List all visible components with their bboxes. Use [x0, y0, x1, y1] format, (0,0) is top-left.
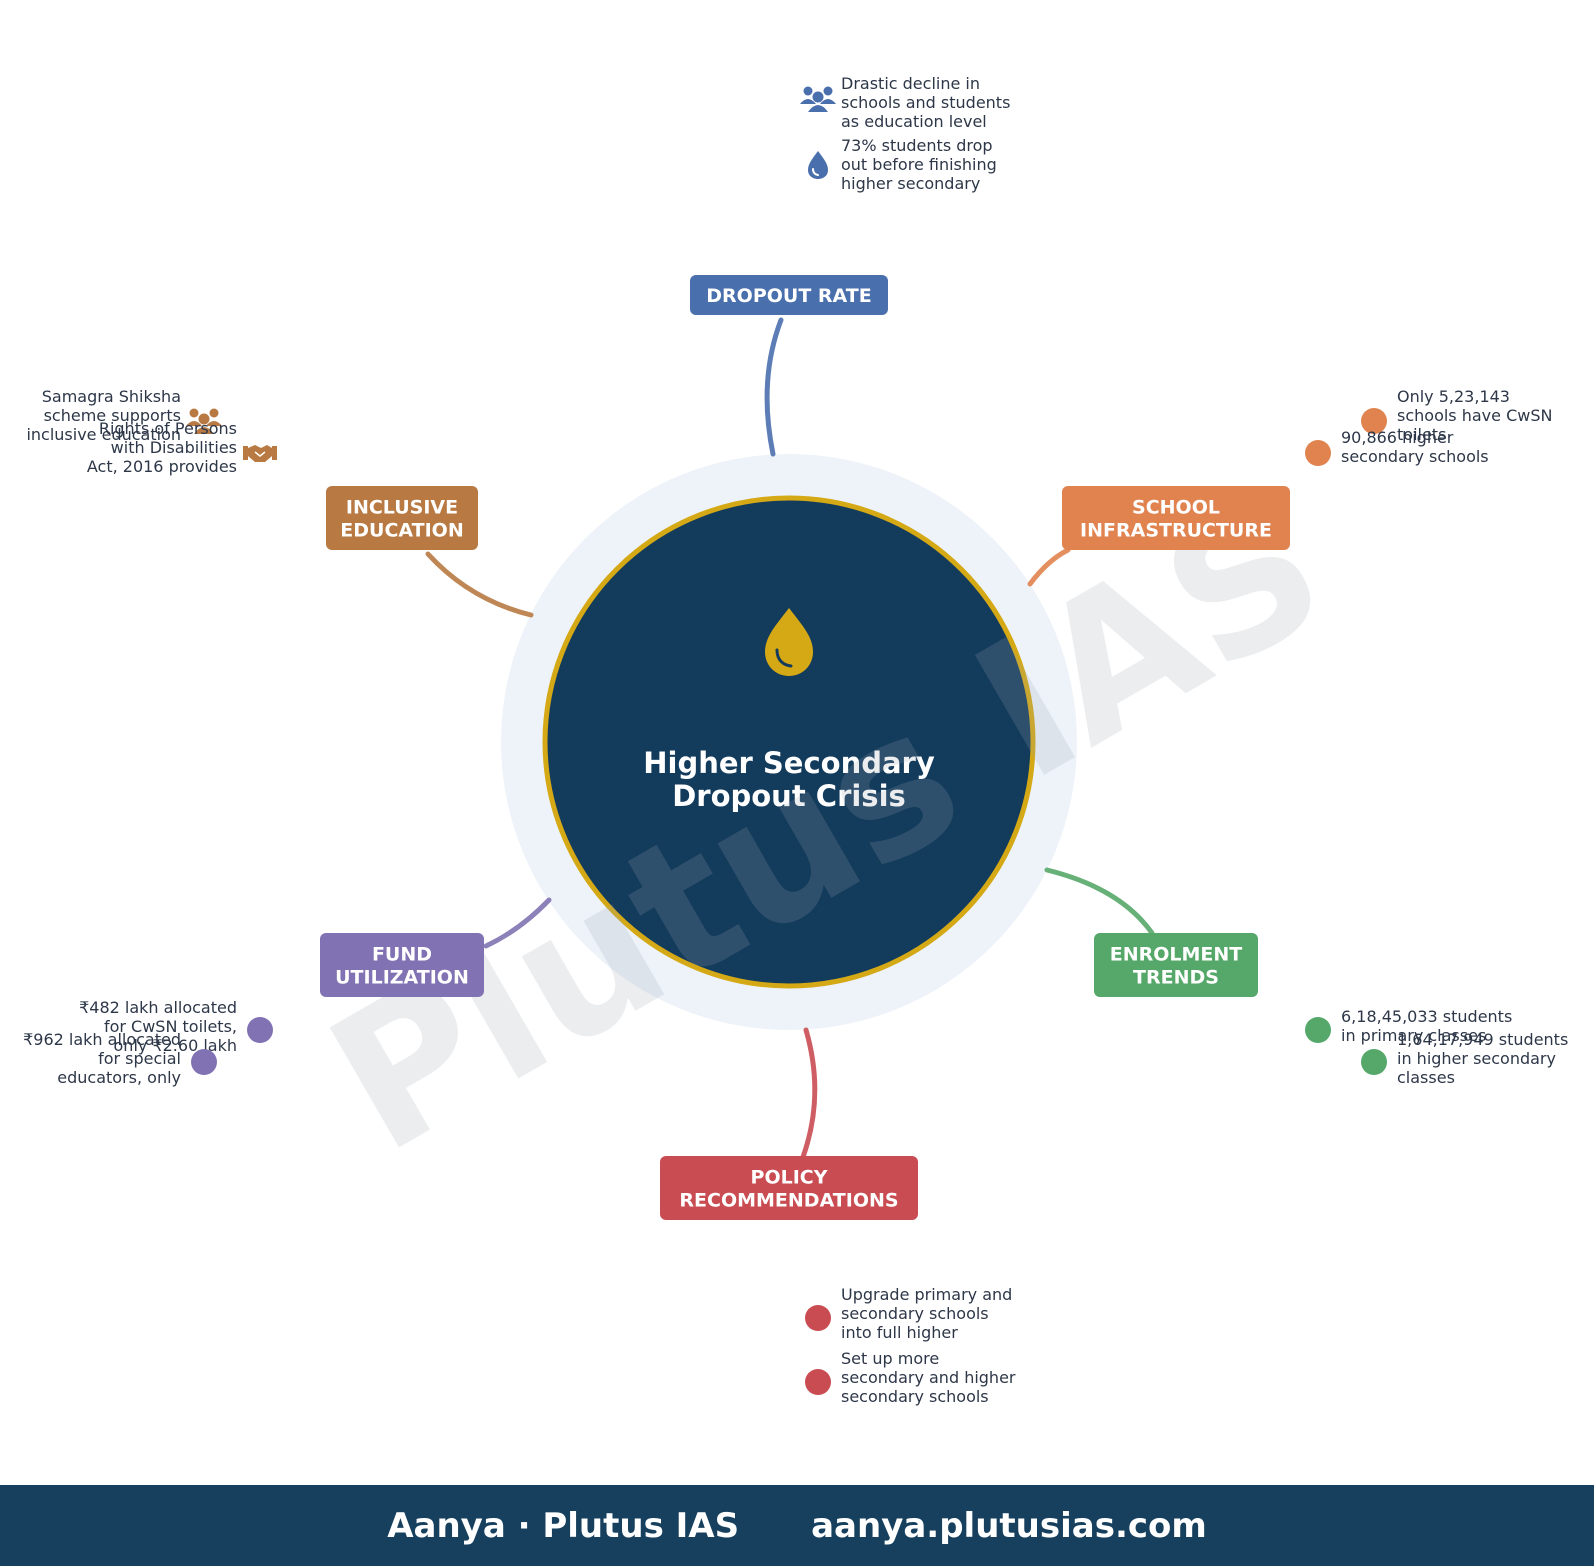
connector-lines: [425, 317, 1155, 1160]
branch-label-fund-utilization-line1: FUND: [372, 944, 432, 966]
bullet-text-policy-recommendations-2-line1: Set up more: [841, 1349, 939, 1368]
bullet-dot-icon: [805, 1369, 831, 1395]
branch-box-inclusive-education[interactable]: [326, 486, 478, 550]
bullet-text-school-infrastructure-1-line2: schools have CwSN: [1397, 406, 1552, 425]
branch-label-school-infrastructure-line1: SCHOOL: [1132, 497, 1220, 519]
bullet-text-fund-utilization-2-line1: ₹962 lakh allocated: [23, 1030, 181, 1049]
bullet-text-enrolment-trends-2-line3: classes: [1397, 1068, 1455, 1087]
bullet-text-policy-recommendations-1-line1: Upgrade primary and: [841, 1285, 1012, 1304]
droplet-icon: [808, 151, 828, 179]
bullet-text-fund-utilization-2-line3: educators, only: [57, 1068, 181, 1087]
center-node: [542, 495, 1036, 989]
bullet-text-school-infrastructure-1-line3: toilets: [1397, 425, 1446, 444]
bullet-text-dropout-rate-2-line3: higher secondary: [841, 174, 980, 193]
branch-label-inclusive-education-line1: INCLUSIVE: [346, 497, 458, 519]
branch-box-enrolment-trends[interactable]: [1094, 933, 1258, 997]
bullet-text-policy-recommendations-1-line2: secondary schools: [841, 1304, 989, 1323]
bullet-text-enrolment-trends-1-line1: 6,18,45,033 students: [1341, 1007, 1512, 1026]
connector-inclusive-education: [425, 551, 534, 618]
bullet-text-school-infrastructure-2-line1: 90,866 higher: [1341, 428, 1454, 447]
bullet-text-enrolment-trends-2-line2: in higher secondary: [1397, 1049, 1556, 1068]
connector-fund-utilization: [483, 897, 552, 949]
branch-label-fund-utilization-line2: UTILIZATION: [335, 967, 469, 989]
mind-map-diagram: Higher Secondary Dropout Crisis Plutus I…: [23, 74, 1568, 1406]
bullet-text-inclusive-education-2-line3: Act, 2016 provides: [87, 457, 237, 476]
bullet-dot-icon: [247, 1017, 273, 1043]
bullet-text-inclusive-education-1-line1: Samagra Shiksha: [42, 387, 181, 406]
branch-label-enrolment-trends-line2: TRENDS: [1133, 967, 1219, 989]
users-icon: [186, 408, 222, 434]
droplet-icon: [765, 608, 813, 676]
bullet-dot-icon: [1305, 440, 1331, 466]
connector-dropout-rate: [764, 317, 784, 457]
bullet-text-inclusive-education-1-line2: scheme supports: [44, 406, 181, 425]
branch-box-school-infrastructure[interactable]: [1062, 486, 1290, 550]
bullet-dot-icon: [1305, 1017, 1331, 1043]
bullet-dot-icon: [805, 1305, 831, 1331]
bullet-text-policy-recommendations-2-line2: secondary and higher: [841, 1368, 1016, 1387]
footer-bar: Aanya · Plutus IAS aanya.plutusias.com: [0, 1485, 1594, 1566]
bullet-text-fund-utilization-1-line1: ₹482 lakh allocated: [79, 998, 237, 1017]
bullet-text-fund-utilization-1-line2: for CwSN toilets,: [104, 1017, 237, 1036]
bullet-text-school-infrastructure-1-line1: Only 5,23,143: [1397, 387, 1510, 406]
connector-policy-recommendations: [800, 1027, 818, 1160]
bullet-text-inclusive-education-2-line1: Rights of Persons: [99, 419, 237, 438]
bullet-text-dropout-rate-2-line2: out before finishing: [841, 155, 997, 174]
bullet-dot-icon: [1361, 408, 1387, 434]
bullet-text-fund-utilization-2-line2: for special: [98, 1049, 181, 1068]
bullet-dot-icon: [1361, 1049, 1387, 1075]
bullet-text-enrolment-trends-1-line2: in primary classes: [1341, 1026, 1486, 1045]
bullet-text-school-infrastructure-2-line2: secondary schools: [1341, 447, 1489, 466]
branch-label-policy-recommendations-line2: RECOMMENDATIONS: [679, 1190, 898, 1212]
handshake-icon: [243, 445, 277, 462]
center-title-line2: Dropout Crisis: [672, 779, 906, 813]
branch-box-fund-utilization[interactable]: [320, 933, 484, 997]
footer-url[interactable]: aanya.plutusias.com: [811, 1505, 1207, 1546]
branch-label-school-infrastructure-line2: INFRASTRUCTURE: [1080, 520, 1272, 542]
bullet-text-dropout-rate-1-line3: as education level: [841, 112, 987, 131]
branch-box-dropout-rate[interactable]: [690, 275, 888, 315]
connector-enrolment-trends: [1044, 867, 1155, 936]
branch-label-policy-recommendations-line1: POLICY: [751, 1167, 828, 1189]
branch-box-policy-recommendations[interactable]: [660, 1156, 918, 1220]
bullet-text-dropout-rate-1-line2: schools and students: [841, 93, 1010, 112]
bullet-text-dropout-rate-2-line1: 73% students drop: [841, 136, 993, 155]
branch-label-dropout-rate-line1: DROPOUT RATE: [706, 285, 871, 307]
bullet-text-inclusive-education-1-line3: inclusive education: [26, 425, 181, 444]
bullet-text-policy-recommendations-2-line3: secondary schools: [841, 1387, 989, 1406]
branch-label-inclusive-education-line2: EDUCATION: [340, 520, 463, 542]
bullet-text-dropout-rate-1-line1: Drastic decline in: [841, 74, 980, 93]
bullet-text-inclusive-education-2-line2: with Disabilities: [111, 438, 237, 457]
branch-label-enrolment-trends-line1: ENROLMENT: [1110, 944, 1243, 966]
connector-school-infrastructure: [1027, 547, 1071, 587]
bullet-dot-icon: [191, 1049, 217, 1075]
bullet-text-enrolment-trends-2-line1: 1,64,17,949 students: [1397, 1030, 1568, 1049]
center-title-line1: Higher Secondary: [643, 746, 935, 780]
branch-dropout-rate[interactable]: DROPOUT RATE: [690, 275, 888, 315]
footer-brand: Aanya · Plutus IAS: [387, 1505, 740, 1546]
users-icon: [800, 86, 836, 112]
bullet-text-policy-recommendations-1-line3: into full higher: [841, 1323, 958, 1342]
